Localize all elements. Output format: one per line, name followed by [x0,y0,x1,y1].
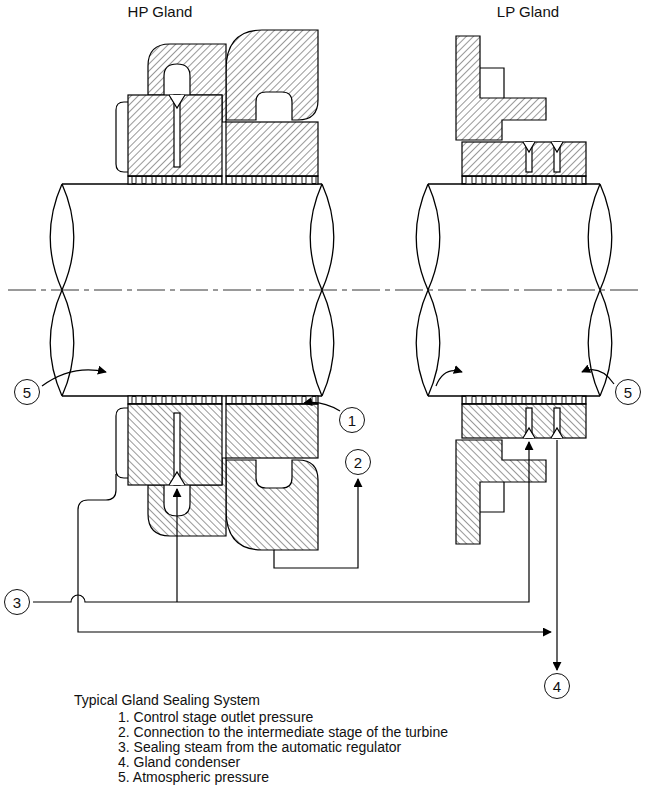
lp-gland-half [523,142,535,152]
steam-piping [78,474,551,632]
part-name: LP Gland [497,3,559,20]
steam-piping [176,489,177,602]
hp-gland-half [169,95,185,108]
lp-shaft [588,184,612,396]
callout-number: 5 [14,379,40,405]
lp-shaft [416,184,440,396]
steam-piping [33,442,529,602]
label-text: 3 [13,595,21,610]
steam-piping [33,440,557,670]
lp-gland-half [462,176,586,184]
center-line [8,290,641,291]
lp-shaft [428,184,600,396]
key-entry: 1. Control stage outlet pressure [118,709,313,725]
hp-gland-half [116,396,318,550]
lp-gland-half [551,142,563,152]
hp-gland-half [226,30,318,120]
flow-arrow [304,402,340,411]
callout-number: 2 [345,449,371,475]
steam-piping [556,440,557,670]
label-text: 5. Atmospheric pressure [118,769,269,785]
key-entry: 3. Sealing steam from the automatic regu… [118,739,401,755]
hp-gland-half [116,30,318,184]
key-entry: 4. Gland condenser [118,754,240,770]
label-text: 1 [348,413,356,428]
lp-shaft [416,184,612,396]
hp-shaft [50,184,334,396]
callout-number: 5 [615,379,641,405]
figure-caption: Typical Gland Sealing System [74,692,260,708]
lp-gland-half [456,396,586,544]
label-text: 2 [354,455,362,470]
hp-shaft [62,184,322,396]
flow-arrow [42,370,614,411]
callout-number: 3 [4,589,30,615]
caption-text: Typical Gland Sealing System [74,692,260,708]
hp-gland-half [164,64,190,95]
hp-shaft [50,184,74,396]
label-text: 1. Control stage outlet pressure [118,709,313,725]
label-text: 5 [23,385,31,400]
hp-gland-half [128,95,222,176]
hp-shaft [310,184,334,396]
hp-gland-half [226,176,318,184]
key-entry: 5. Atmospheric pressure [118,769,269,785]
label-text: 5 [624,385,632,400]
key-entry: 2. Connection to the intermediate stage … [118,724,448,740]
steam-piping [274,479,358,568]
lp-gland-half [456,36,586,184]
label-text: 3. Sealing steam from the automatic regu… [118,739,401,755]
lp-gland-half [480,68,504,98]
flow-arrow [582,370,614,384]
hp-gland-half [128,176,222,184]
hp-gland-half [226,122,318,176]
label-text: HP Gland [128,3,193,20]
hp-gland-half [116,102,128,172]
callout-number: 1 [339,407,365,433]
lp-gland-half [456,36,546,140]
flow-arrow [42,370,106,386]
label-text: 4. Gland condenser [118,754,240,770]
callout-number: 4 [544,673,570,699]
label-text: 4 [553,679,561,694]
lp-gland-half [462,142,586,176]
part-name: HP Gland [128,3,193,20]
label-text: LP Gland [497,3,559,20]
flow-arrow [436,371,462,386]
label-text: 2. Connection to the intermediate stage … [118,724,448,740]
